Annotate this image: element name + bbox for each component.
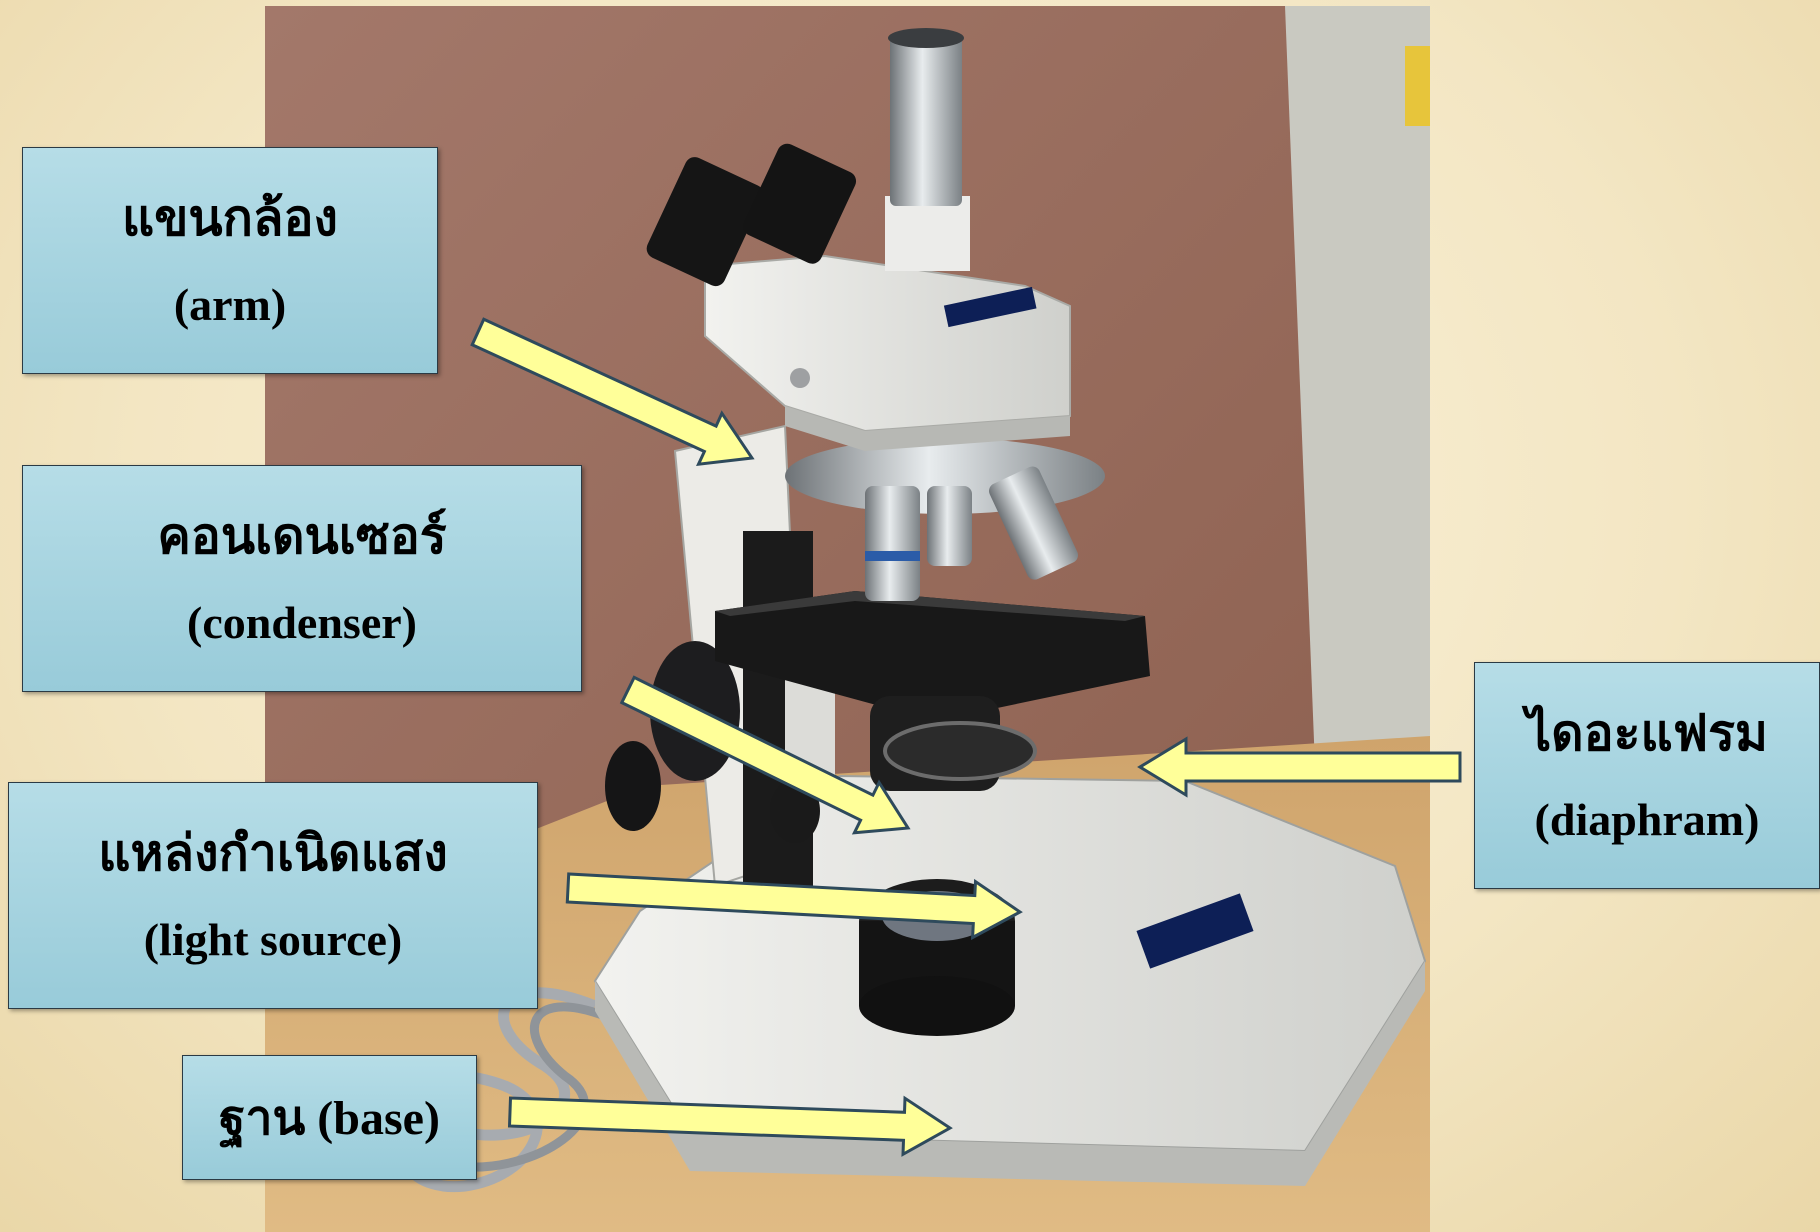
label-diaphram-english: (diaphram) — [1535, 795, 1760, 846]
objective-lens — [865, 486, 920, 601]
label-condenser-english: (condenser) — [187, 598, 417, 649]
label-light-source-thai: แหล่งกำเนิดแสง — [98, 826, 448, 881]
label-base-text: ฐาน (base) — [219, 1080, 440, 1156]
label-condenser-thai: คอนเดนเซอร์ — [157, 509, 446, 564]
label-arm-thai: แขนกล้อง — [122, 191, 338, 246]
focus-knob-small — [605, 741, 661, 831]
label-arm-english: (arm) — [174, 280, 286, 331]
label-condenser: คอนเดนเซอร์ (condenser) — [22, 465, 582, 692]
label-arm: แขนกล้อง (arm) — [22, 147, 438, 374]
camera-port — [890, 36, 962, 206]
diaphragm-ring — [885, 723, 1035, 779]
label-diaphram: ไดอะแฟรม (diaphram) — [1474, 662, 1820, 889]
label-diaphram-thai: ไดอะแฟรม — [1526, 706, 1768, 761]
label-light-source-english: (light source) — [144, 915, 403, 966]
label-base: ฐาน (base) — [182, 1055, 477, 1180]
label-light-source: แหล่งกำเนิดแสง (light source) — [8, 782, 538, 1009]
trinocular-tube — [885, 196, 970, 271]
